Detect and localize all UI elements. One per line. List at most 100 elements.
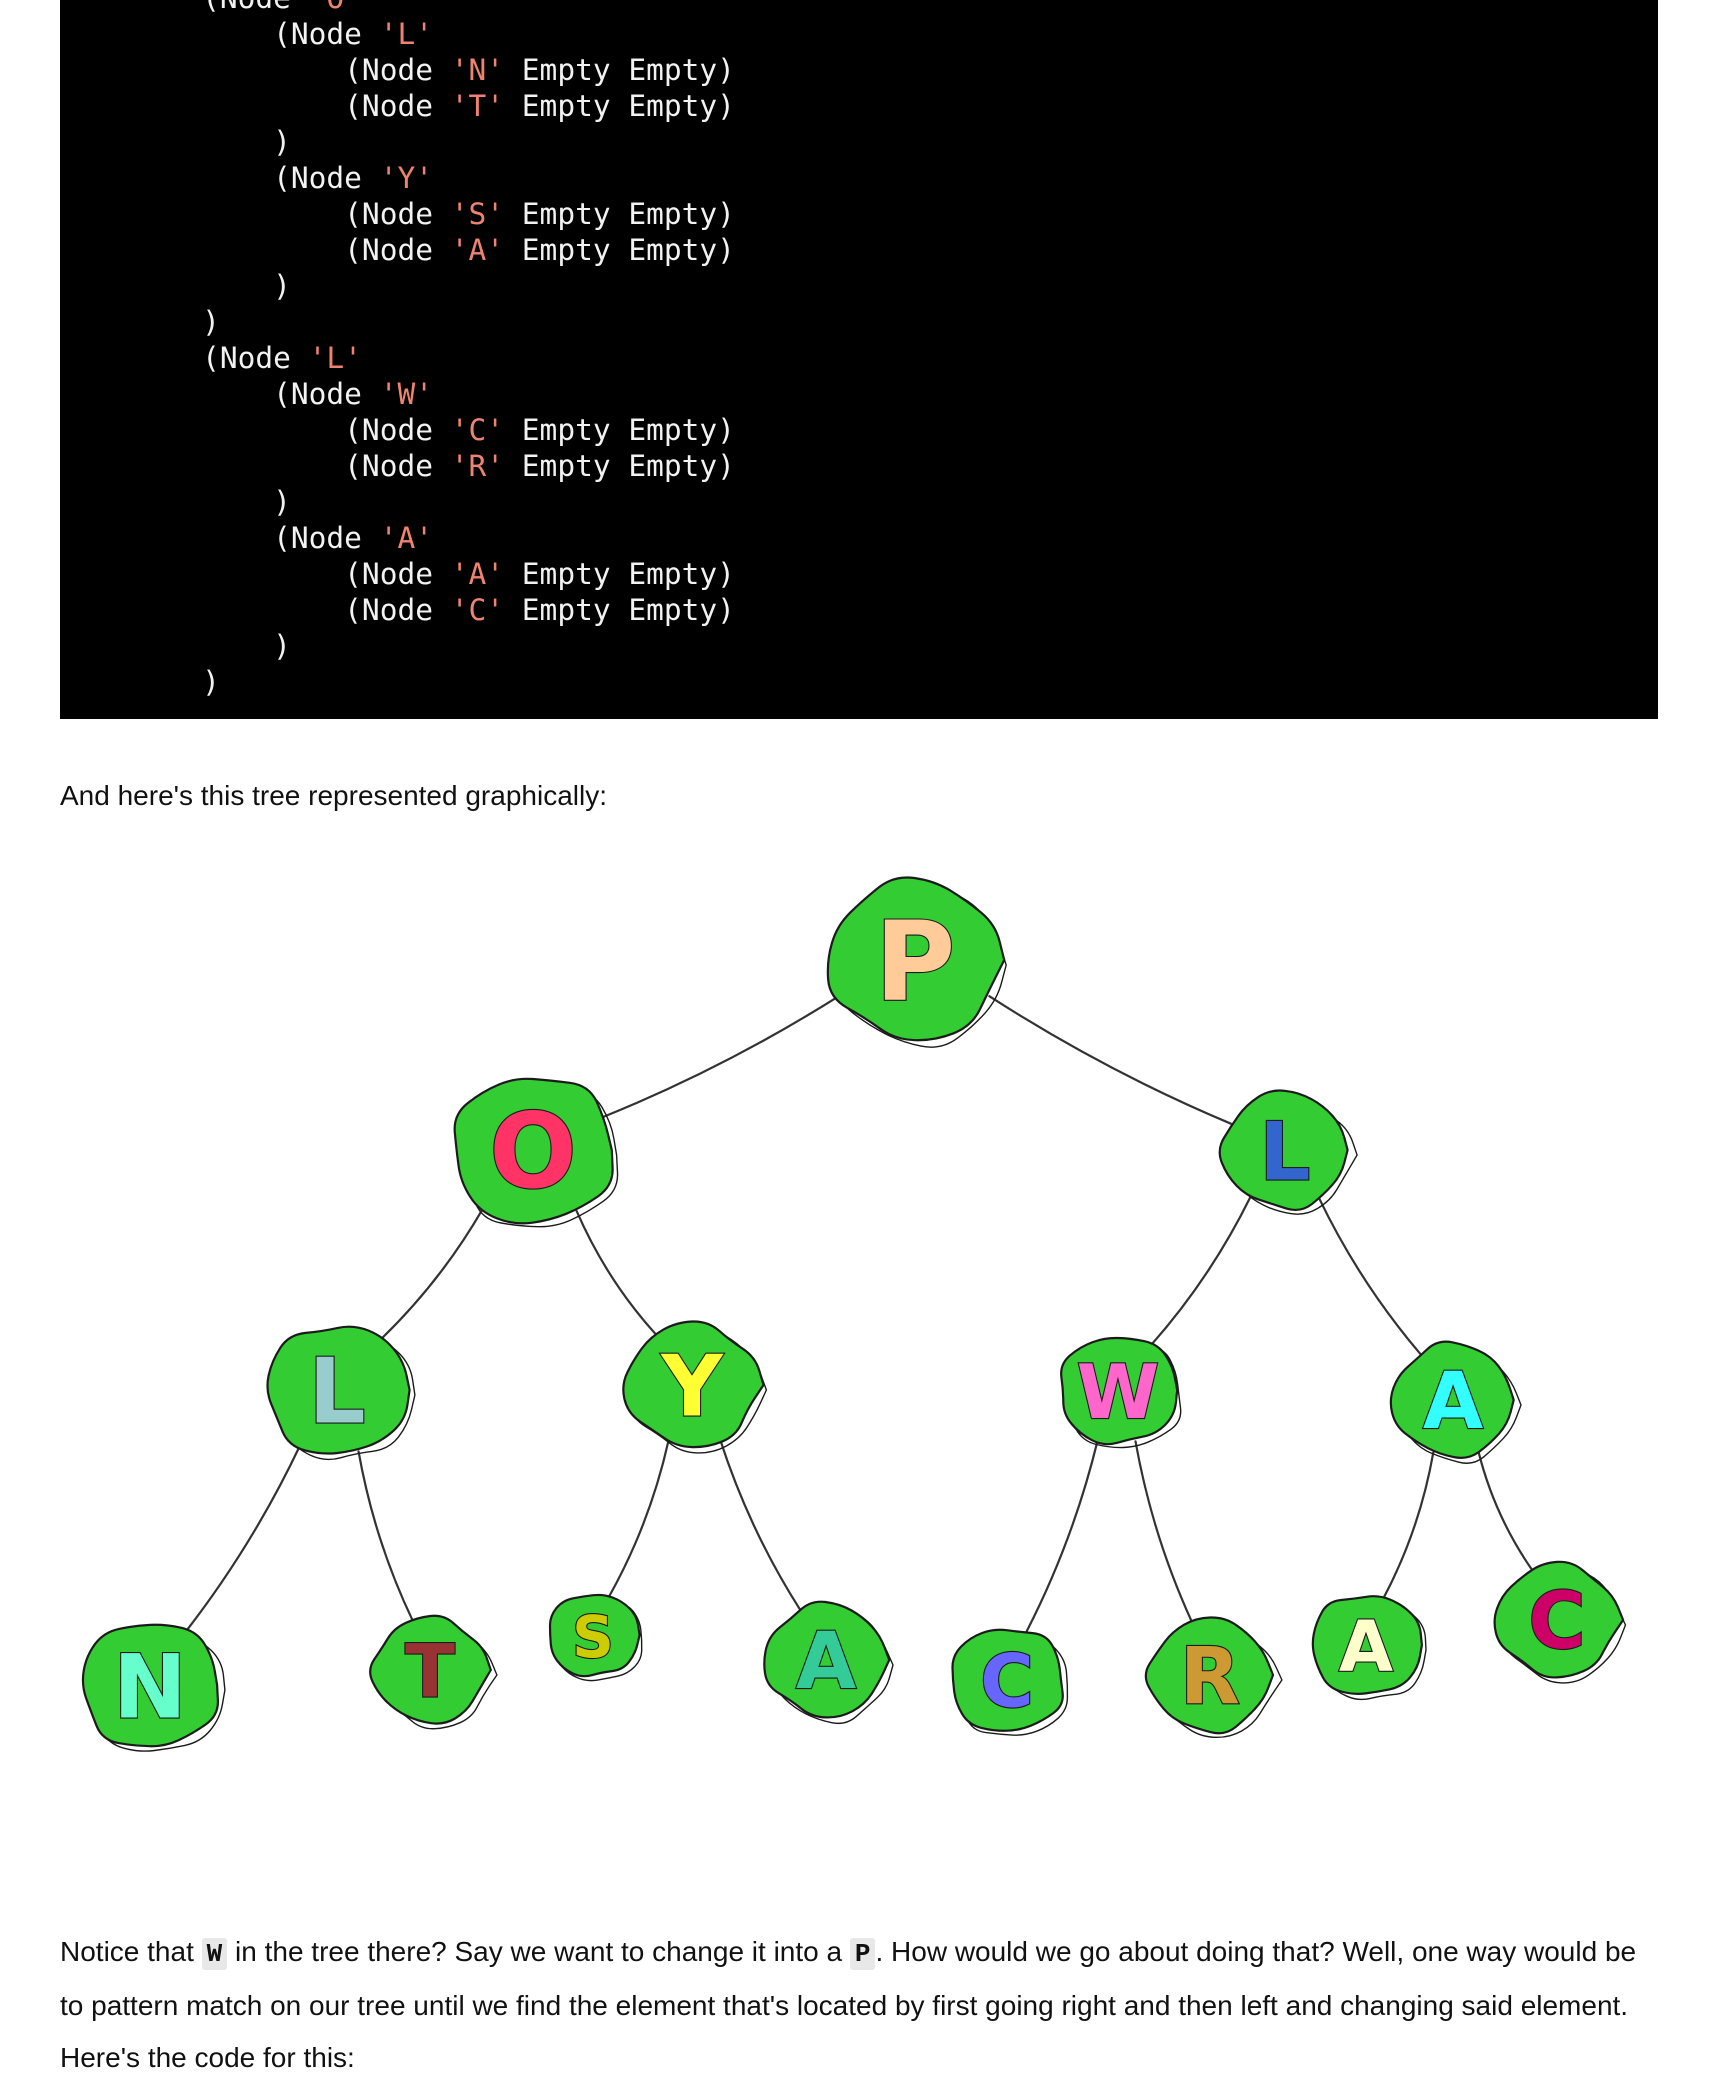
inline-code-w: W: [201, 1938, 228, 1970]
code-string-literal: 'S': [450, 197, 505, 231]
code-string-literal: 'R': [450, 449, 505, 483]
code-token: Empty Empty): [504, 233, 735, 267]
code-string-literal: 'Y': [379, 161, 433, 195]
notice-text-start: Notice that: [60, 1936, 202, 1967]
node-blob: [1311, 1595, 1424, 1695]
node-letter: W: [1077, 1348, 1160, 1436]
tree-edge: [379, 1206, 485, 1341]
tree-node: N: [81, 1623, 226, 1752]
code-line: ): [60, 125, 291, 159]
code-line: (Node 'Y': [60, 161, 433, 195]
code-token: (Node: [60, 0, 309, 15]
code-token: Empty Empty): [504, 593, 735, 627]
tree-edge: [719, 1438, 802, 1611]
node-letter: Y: [660, 1338, 724, 1437]
code-string-literal: 'T': [450, 89, 505, 123]
node-blob: [81, 1623, 220, 1748]
code-block: (Node 'O' (Node 'L' (Node 'N' Empty Empt…: [60, 0, 1658, 719]
node-letter: O: [489, 1092, 577, 1212]
tree-edge: [1477, 1449, 1533, 1571]
code-line: ): [60, 269, 291, 303]
code-token: (Node: [60, 89, 451, 123]
code-line: (Node 'A' Empty Empty): [60, 233, 735, 267]
code-token: Empty Empty): [504, 449, 735, 483]
code-token: ): [60, 665, 220, 699]
code-string-literal: 'A': [450, 233, 505, 267]
node-blob: [951, 1628, 1064, 1732]
tree-edge: [1025, 1439, 1099, 1633]
code-token: ): [60, 485, 291, 519]
code-line: (Node 'L': [60, 17, 433, 51]
code-line: (Node 'T' Empty Empty): [60, 89, 735, 123]
node-blob: [763, 1600, 891, 1719]
code-token: (Node: [60, 377, 380, 411]
inline-code-p: P: [849, 1938, 876, 1970]
tree-node: Y: [622, 1320, 768, 1454]
code-string-literal: 'L': [308, 341, 362, 375]
tree-node: S: [548, 1593, 643, 1682]
tree-edge: [607, 1440, 670, 1598]
code-token: (Node: [60, 557, 451, 591]
node-blob: [548, 1593, 641, 1678]
tree-edge: [988, 995, 1233, 1125]
tree-edge: [575, 1210, 657, 1336]
tree-node: R: [1144, 1616, 1283, 1739]
node-letter: P: [875, 898, 956, 1026]
code-token: (Node: [60, 17, 380, 51]
code-token: ): [60, 305, 220, 339]
code-line: (Node 'S' Empty Empty): [60, 197, 735, 231]
tree-edge: [1382, 1451, 1435, 1599]
node-letter: S: [572, 1603, 614, 1671]
node-letter: T: [405, 1630, 455, 1715]
code-token: Empty Empty): [504, 89, 735, 123]
code-line: (Node 'O': [60, 0, 362, 15]
node-letter: A: [1339, 1606, 1393, 1688]
code-line: (Node 'R' Empty Empty): [60, 449, 735, 483]
code-line: (Node 'A' Empty Empty): [60, 557, 735, 591]
node-blob: [1389, 1340, 1515, 1459]
code-line: (Node 'C' Empty Empty): [60, 413, 735, 447]
code-token: (Node: [60, 197, 451, 231]
intro-paragraph: And here's this tree represented graphic…: [60, 780, 607, 811]
code-token: Empty Empty): [504, 197, 735, 231]
tree-node: A: [1311, 1595, 1427, 1701]
code-string-literal: 'C': [450, 593, 505, 627]
node-letter: C: [980, 1640, 1034, 1725]
node-letter: A: [796, 1617, 856, 1707]
tree-node: L: [1218, 1089, 1358, 1215]
code-token: (Node: [60, 521, 380, 555]
tree-edge: [1149, 1196, 1252, 1347]
tree-node: P: [826, 876, 1007, 1048]
code-line: (Node 'C' Empty Empty): [60, 593, 735, 627]
tree-edge: [184, 1443, 302, 1633]
code-token: ): [60, 629, 291, 663]
code-line: (Node 'L': [60, 341, 362, 375]
code-token: (Node: [60, 53, 451, 87]
tree-edge: [1134, 1440, 1194, 1623]
node-letter: R: [1180, 1632, 1240, 1722]
notice-text-end: . How would we go about doing that? Well…: [60, 1936, 1637, 2073]
code-string-literal: 'N': [450, 53, 505, 87]
code-line: ): [60, 665, 220, 699]
tree-node: L: [266, 1325, 416, 1461]
code-token: ): [60, 125, 291, 159]
node-letter: A: [1423, 1357, 1483, 1447]
node-letter: N: [113, 1636, 187, 1739]
code-string-literal: 'A': [450, 557, 505, 591]
node-blob: [826, 876, 1006, 1042]
code-token: (Node: [60, 449, 451, 483]
code-line: (Node 'A': [60, 521, 433, 555]
code-line: ): [60, 629, 291, 663]
tree-node: A: [763, 1600, 894, 1725]
tree-node: T: [369, 1614, 498, 1730]
code-string-literal: 'C': [450, 413, 505, 447]
code-string-literal: 'A': [379, 521, 433, 555]
node-letter: C: [1528, 1577, 1585, 1667]
node-blob: [1493, 1560, 1625, 1679]
code-string-literal: 'L': [379, 17, 433, 51]
tree-node: C: [951, 1628, 1069, 1736]
node-blob: [622, 1320, 765, 1449]
code-string-literal: 'W': [379, 377, 433, 411]
tree-edge: [357, 1450, 414, 1622]
code-token: Empty Empty): [504, 413, 735, 447]
